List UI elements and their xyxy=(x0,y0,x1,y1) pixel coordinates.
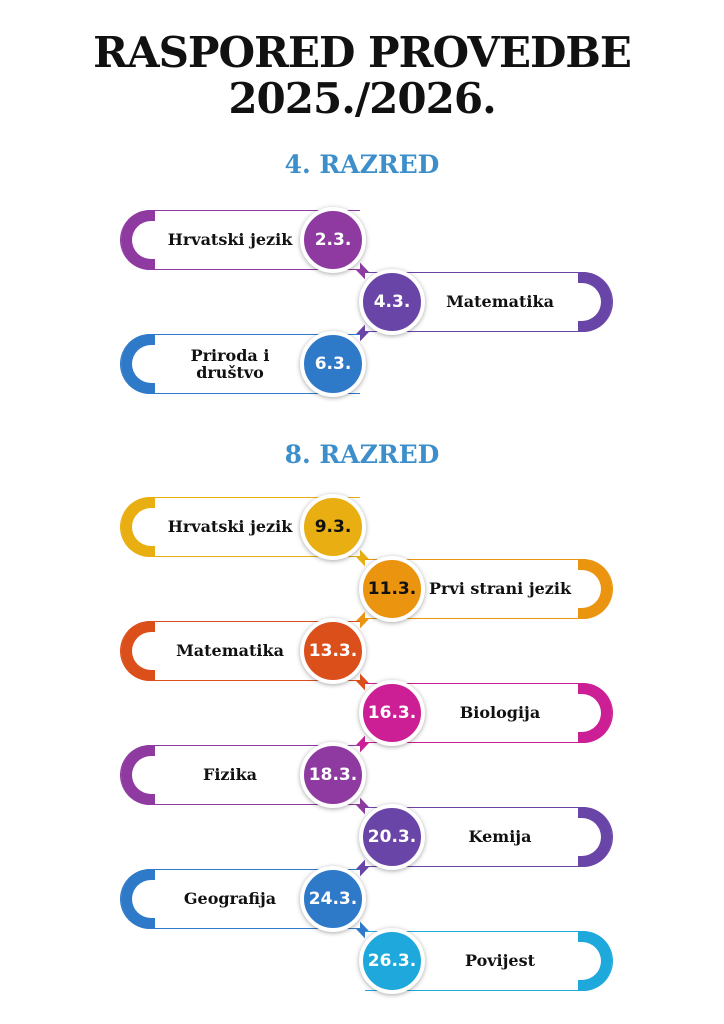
subject-label: Fizika xyxy=(202,765,258,784)
pill-cap xyxy=(121,868,155,929)
subject-label: Geografija xyxy=(183,889,277,908)
pill-cap xyxy=(121,496,155,557)
subject-label: Biologija xyxy=(459,703,541,722)
date-badge: 2.3. xyxy=(300,207,366,273)
title-line-2: 2025./2026. xyxy=(228,74,496,123)
subject-label: Kemija xyxy=(468,827,532,846)
pill-cap xyxy=(578,930,612,991)
date-badge: 18.3. xyxy=(300,742,366,808)
pill-cap xyxy=(578,558,612,619)
pill-cap xyxy=(121,209,155,270)
date-badge: 26.3. xyxy=(359,928,425,994)
subject-label: Prvi strani jezik xyxy=(428,579,572,598)
date-badge: 16.3. xyxy=(359,680,425,746)
subject-label: Priroda i društvo xyxy=(190,345,270,382)
title-line-1: RASPORED PROVEDBE xyxy=(93,28,632,77)
pill-cap xyxy=(578,682,612,743)
subject-label: Povijest xyxy=(464,951,535,970)
date-badge: 20.3. xyxy=(359,804,425,870)
date-badge: 9.3. xyxy=(300,494,366,560)
date-badge: 4.3. xyxy=(359,269,425,335)
pill-cap xyxy=(121,333,155,394)
pill-cap xyxy=(121,620,155,681)
pill-cap xyxy=(121,744,155,805)
pill-cap xyxy=(578,271,612,332)
date-badge: 11.3. xyxy=(359,556,425,622)
subject-label: Matematika xyxy=(446,292,554,311)
section-heading-4-razred: 4. RAZRED xyxy=(284,150,440,179)
section-heading-8-razred: 8. RAZRED xyxy=(284,440,440,469)
subject-label: Hrvatski jezik xyxy=(167,517,293,536)
subject-label: Matematika xyxy=(176,641,284,660)
date-badge: 24.3. xyxy=(300,866,366,932)
pill-cap xyxy=(578,806,612,867)
subject-label: Hrvatski jezik xyxy=(167,230,293,249)
date-badge: 13.3. xyxy=(300,618,366,684)
date-badge: 6.3. xyxy=(300,331,366,397)
